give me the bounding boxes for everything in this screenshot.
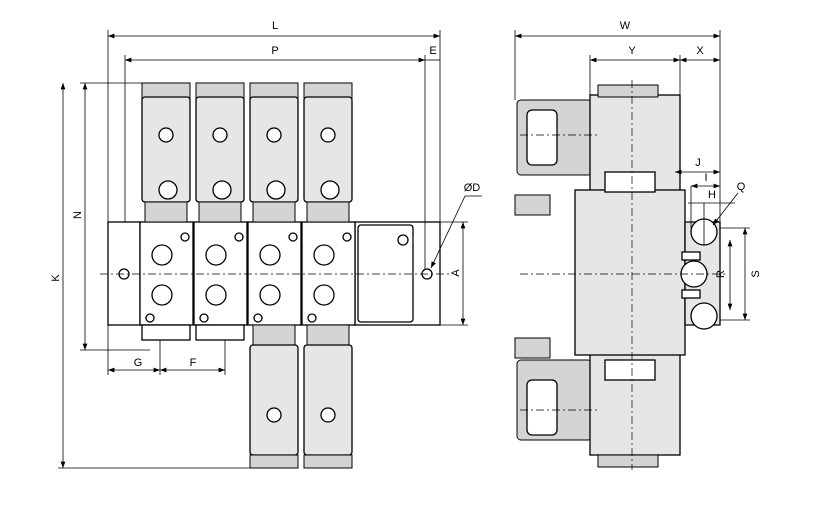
dim-Y: Y bbox=[628, 45, 636, 57]
dim-A: A bbox=[450, 269, 462, 277]
dim-K: K bbox=[50, 274, 62, 282]
dim-X: X bbox=[696, 45, 704, 57]
lower-solenoid-coil bbox=[249, 344, 299, 456]
dim-I: I bbox=[704, 172, 707, 184]
side-dimensions: W Y X J I H Q R S bbox=[514, 20, 762, 321]
dim-H: H bbox=[708, 189, 716, 201]
dim-Q: Q bbox=[737, 181, 746, 193]
dim-S: S bbox=[750, 270, 762, 277]
coil-connector bbox=[195, 82, 245, 99]
dim-N: N bbox=[72, 211, 84, 219]
dim-P: P bbox=[271, 45, 278, 57]
front-view bbox=[100, 82, 450, 469]
coil-connector bbox=[249, 82, 299, 99]
dim-E: E bbox=[429, 45, 436, 57]
coil-connector bbox=[141, 82, 191, 99]
dim-G: G bbox=[134, 357, 143, 369]
port-lower bbox=[690, 302, 718, 330]
side-view bbox=[514, 80, 725, 470]
dim-L: L bbox=[272, 20, 278, 32]
dim-J: J bbox=[695, 157, 701, 169]
valve-body bbox=[574, 189, 686, 356]
dim-F: F bbox=[190, 357, 197, 369]
lower-solenoid-coil bbox=[303, 344, 353, 456]
dim-W: W bbox=[620, 20, 631, 32]
dim-R: R bbox=[715, 270, 727, 278]
front-dimensions: L P E N K A ØD G F bbox=[50, 20, 482, 469]
dim-D: ØD bbox=[464, 182, 481, 194]
coil-connector bbox=[303, 82, 353, 99]
